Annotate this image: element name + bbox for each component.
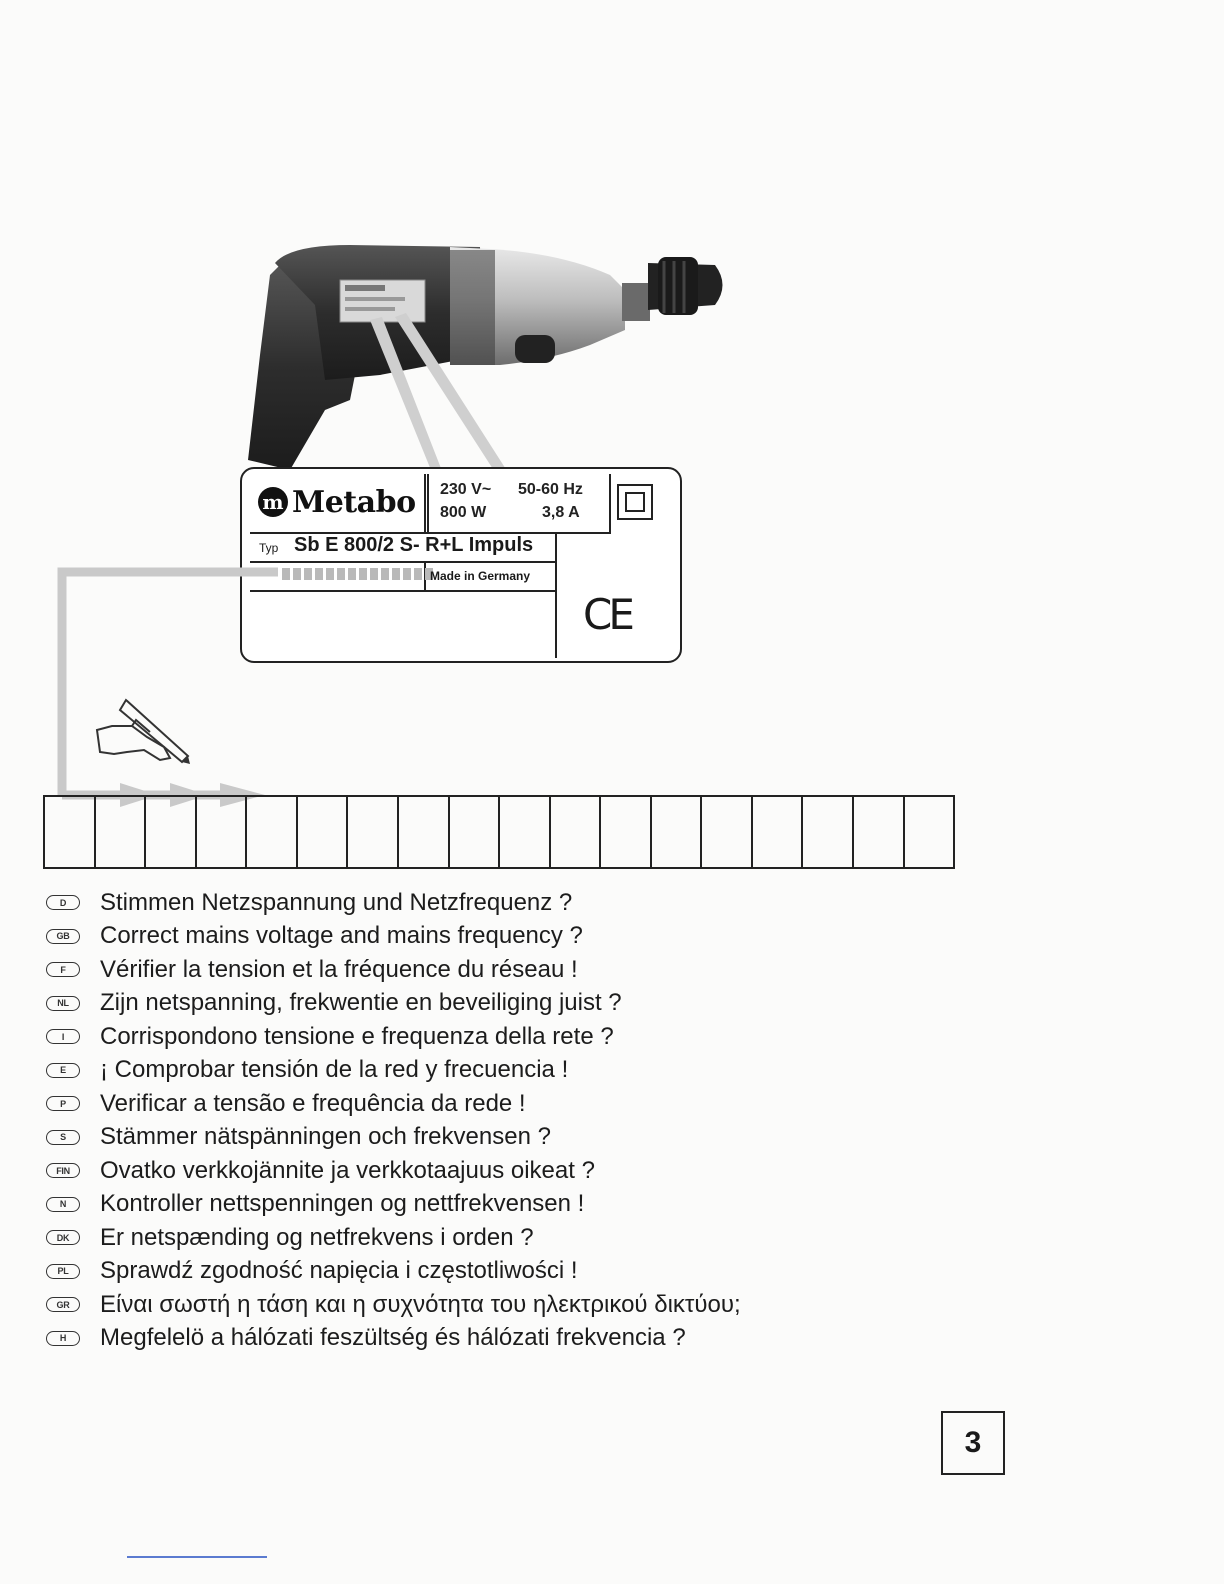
instruction-text: Sprawdź zgodność napięcia i częstotliwoś… bbox=[100, 1257, 578, 1285]
serial-number-placeholder bbox=[282, 568, 433, 580]
rating-plate bbox=[240, 467, 682, 663]
instruction-text: Correct mains voltage and mains frequenc… bbox=[100, 922, 583, 950]
footer-rule bbox=[127, 1556, 267, 1558]
language-row: P Verificar a tensão e frequência da rede… bbox=[46, 1087, 946, 1121]
country-code-badge: E bbox=[46, 1062, 80, 1078]
language-row: E ¡ Comprobar tensión de la red y frecuen… bbox=[46, 1054, 946, 1088]
grid-cell[interactable] bbox=[298, 797, 349, 867]
grid-cell[interactable] bbox=[500, 797, 551, 867]
country-code-badge: I bbox=[46, 1029, 80, 1045]
language-row: GB Correct mains voltage and mains freque… bbox=[46, 920, 946, 954]
grid-cell[interactable] bbox=[450, 797, 501, 867]
country-code-badge: N bbox=[46, 1196, 80, 1212]
language-row: S Stämmer nätspänningen och frekvensen ? bbox=[46, 1121, 946, 1155]
serial-number-grid[interactable] bbox=[43, 795, 955, 869]
logo-mark-icon: m bbox=[258, 487, 288, 517]
instruction-text: Είναι σωστή η τάση και η συχνότητα του η… bbox=[100, 1290, 741, 1318]
grid-cell[interactable] bbox=[905, 797, 954, 867]
language-row: F Vérifier la tension et la fréquence du … bbox=[46, 953, 946, 987]
writing-hand-icon bbox=[95, 698, 190, 764]
language-row: D Stimmen Netzspannung und Netzfrequenz ? bbox=[46, 886, 946, 920]
language-row: DK Er netspænding og netfrekvens i orden … bbox=[46, 1221, 946, 1255]
made-in-label: Made in Germany bbox=[430, 569, 531, 583]
grid-cell[interactable] bbox=[348, 797, 399, 867]
drill-illustration bbox=[248, 245, 723, 480]
plate-divider bbox=[250, 590, 555, 592]
grid-cell[interactable] bbox=[399, 797, 450, 867]
grid-cell[interactable] bbox=[197, 797, 248, 867]
instruction-text: ¡ Comprobar tensión de la red y frecuenc… bbox=[100, 1056, 569, 1084]
language-instructions: D Stimmen Netzspannung und Netzfrequenz ?… bbox=[46, 886, 946, 1355]
country-code-badge: NL bbox=[46, 995, 80, 1011]
grid-cell[interactable] bbox=[96, 797, 147, 867]
ce-mark: CE bbox=[583, 590, 635, 639]
type-designation: Sb E 800/2 S- R+L Impuls bbox=[294, 534, 534, 556]
country-code-badge: FIN bbox=[46, 1163, 80, 1179]
language-row: PL Sprawdź zgodność napięcia i częstotliw… bbox=[46, 1255, 946, 1289]
page-number: 3 bbox=[941, 1411, 1005, 1475]
type-prefix: Typ bbox=[259, 541, 279, 555]
country-code-badge: S bbox=[46, 1129, 80, 1145]
double-insulation-icon bbox=[617, 484, 653, 520]
language-row: H Megfelelö a hálózati feszültség és háló… bbox=[46, 1322, 946, 1356]
frequency-rating: 50-60 Hz bbox=[518, 481, 583, 498]
language-row: I Corrispondono tensione e frequenza dell… bbox=[46, 1020, 946, 1054]
country-code-badge: DK bbox=[46, 1230, 80, 1246]
grid-cell[interactable] bbox=[146, 797, 197, 867]
country-code-badge: H bbox=[46, 1330, 80, 1346]
plate-divider bbox=[250, 561, 555, 563]
grid-cell[interactable] bbox=[652, 797, 703, 867]
double-insulation-inner bbox=[625, 492, 645, 512]
instruction-text: Ovatko verkkojännite ja verkkotaajuus oi… bbox=[100, 1156, 595, 1184]
current-rating: 3,8 A bbox=[542, 504, 580, 521]
language-row: FIN Ovatko verkkojännite ja verkkotaajuus… bbox=[46, 1154, 946, 1188]
logo-text: Metabo bbox=[292, 484, 416, 520]
instruction-text: Stämmer nätspänningen och frekvensen ? bbox=[100, 1123, 551, 1151]
language-row: GR Είναι σωστή η τάση και η συχνότητα του… bbox=[46, 1288, 946, 1322]
grid-cell[interactable] bbox=[551, 797, 602, 867]
grid-cell[interactable] bbox=[601, 797, 652, 867]
instruction-text: Vérifier la tension et la fréquence du r… bbox=[100, 955, 578, 983]
connector-arrow bbox=[57, 567, 278, 807]
voltage-rating: 230 V~ bbox=[440, 481, 492, 498]
country-code-badge: PL bbox=[46, 1263, 80, 1279]
grid-cell[interactable] bbox=[854, 797, 905, 867]
language-row: N Kontroller nettspenningen og nettfrekve… bbox=[46, 1188, 946, 1222]
grid-cell[interactable] bbox=[803, 797, 854, 867]
grid-cell[interactable] bbox=[45, 797, 96, 867]
instruction-text: Corrispondono tensione e frequenza della… bbox=[100, 1022, 614, 1050]
plate-divider bbox=[250, 532, 555, 534]
instruction-text: Stimmen Netzspannung und Netzfrequenz ? bbox=[100, 888, 573, 916]
country-code-badge: GB bbox=[46, 928, 80, 944]
plate-divider bbox=[555, 532, 557, 658]
instruction-text: Verificar a tensão e frequência da rede … bbox=[100, 1089, 526, 1117]
country-code-badge: P bbox=[46, 1096, 80, 1112]
country-code-badge: GR bbox=[46, 1297, 80, 1313]
plate-divider bbox=[424, 474, 426, 532]
country-code-badge: F bbox=[46, 962, 80, 978]
grid-cell[interactable] bbox=[753, 797, 804, 867]
instruction-text: Er netspænding og netfrekvens i orden ? bbox=[100, 1223, 534, 1251]
grid-cell[interactable] bbox=[247, 797, 298, 867]
instruction-text: Megfelelö a hálózati feszültség és hálóz… bbox=[100, 1324, 686, 1352]
instruction-text: Zijn netspanning, frekwentie en beveilig… bbox=[100, 989, 622, 1017]
power-rating: 800 W bbox=[440, 504, 487, 521]
country-code-badge: D bbox=[46, 895, 80, 911]
instruction-text: Kontroller nettspenningen og nettfrekven… bbox=[100, 1190, 585, 1218]
grid-cell[interactable] bbox=[702, 797, 753, 867]
language-row: NL Zijn netspanning, frekwentie en beveil… bbox=[46, 987, 946, 1021]
brand-logo: m Metabo bbox=[258, 482, 416, 522]
